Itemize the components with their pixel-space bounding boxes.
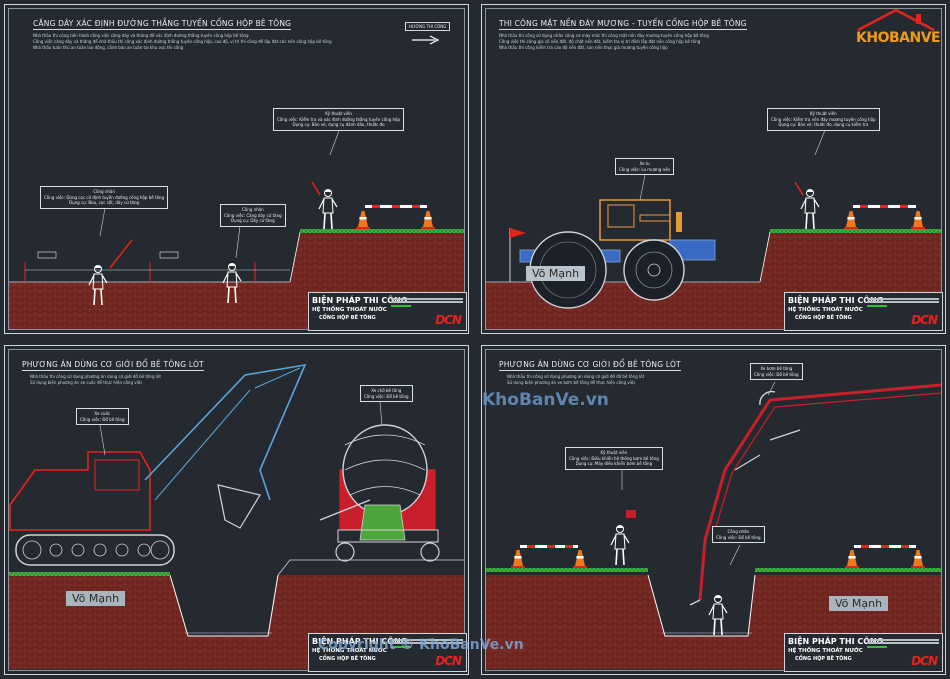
note-line: Sử dụng biện phương án xe bơm bê tông để… (507, 380, 636, 385)
panel-2-title: THI CÔNG MẶT NỀN ĐÁY MƯƠNG - TUYẾN CỐNG … (499, 19, 747, 30)
panel-3-inner-frame (8, 349, 465, 671)
callout-line: Dụng cụ: Dây cứ tăng (231, 218, 275, 223)
panel-1 (4, 4, 469, 334)
title-block-line3: CỐNG HỘP BÊ TÔNG (319, 315, 376, 321)
callout-line: Công việc: Lu mương nền (619, 166, 671, 172)
note-line: Nhà thầu thi công sử dụng phương án dùng… (507, 374, 645, 379)
title-block-line1: BIỆN PHÁP THI CÔNG (312, 296, 408, 305)
title-block-bars (391, 296, 463, 308)
title-block-bars (867, 637, 939, 649)
callout-line: Công việc: Căng dây cứ tăng (224, 212, 282, 218)
khobanve-logo[interactable]: KHOBANVE (852, 8, 944, 60)
callout-line: Xe bơm bê tông (760, 366, 793, 371)
panel-4 (481, 345, 946, 675)
title-block-line3: CỐNG HỘP BÊ TÔNG (795, 656, 852, 662)
note-line: Công việc thi công gia cố nền đất, độ ch… (499, 39, 701, 44)
title-block-line2: HỆ THỐNG THOÁT NƯỚC (312, 307, 387, 313)
callout-line: Kỹ thuật viên (600, 450, 628, 455)
callout-line: Xe lu (639, 161, 650, 166)
dcn-logo: DCN (911, 654, 938, 668)
callout-excavator: Xe cuốc Công việc: Đổ bê tông (76, 408, 129, 425)
title-block-2: BIỆN PHÁP THI CÔNG HỆ THỐNG THOÁT NƯỚC C… (784, 292, 943, 331)
note-line: Nhà thầu tuân thủ an toàn lao động, cảnh… (33, 45, 184, 50)
panel-4-notes: Nhà thầu thi công sử dụng phương án dùng… (507, 374, 644, 386)
callout-line: Công việc: Dùng cọc cố định tuyến đường … (44, 194, 165, 200)
callout-line: Công việc: Kiểm tra nền đáy mương tuyến … (771, 116, 876, 122)
callout-mixer: Xe chở bê tông Công việc: Đổ bê tông (360, 385, 413, 402)
title-block-bars (391, 637, 463, 649)
callout-worker-stake: Công nhân Công việc: Dùng cọc cố định tu… (40, 186, 169, 209)
panel-3-notes: Nhà thầu thi công sử dụng phương án dùng… (30, 374, 161, 386)
copyright-text: Copyright © KhoBanVe.vn (318, 637, 524, 653)
panel-1-notes: Nhà thầu thi công tiến hành công việc că… (33, 33, 332, 51)
watermark-text: KhoBanVe.vn (482, 390, 609, 410)
callout-technician: Kỹ thuật viên Công việc: Kiểm tra nền đá… (767, 108, 880, 131)
callout-technician: Kỹ thuật viên Công việc: Điều khiển hệ t… (565, 447, 663, 470)
title-block-line2: HỆ THỐNG THOÁT NƯỚC (788, 307, 863, 313)
callout-worker: Công nhân Công việc: Đổ bê tông (712, 526, 765, 543)
panel-1-inner-frame (8, 8, 465, 330)
panel-1-title: CĂNG DÂY XÁC ĐỊNH ĐƯỜNG THẲNG TUYẾN CỐNG… (33, 19, 292, 30)
title-block-line1: BIỆN PHÁP THI CÔNG (788, 637, 884, 646)
title-block-line2: HỆ THỐNG THOÁT NƯỚC (312, 648, 387, 654)
callout-line: Xe chở bê tông (371, 388, 402, 393)
name-tag: Võ Mạnh (66, 591, 126, 606)
callout-line: Dụng cụ: Máy điều khiển bơm bê tông (575, 461, 653, 466)
panel-3-title: PHƯƠNG ÁN DÙNG CƠ GIỚI ĐỔ BÊ TÔNG LÓT (22, 360, 204, 371)
callout-line: Dụng cụ: Búa, cọc sắt, dây cứ tăng (69, 200, 140, 205)
callout-line: Công việc: Đổ bê tông (716, 534, 761, 540)
direction-label: HƯỚNG THI CÔNG (405, 22, 451, 31)
callout-line: Xe cuốc (94, 411, 111, 416)
callout-line: Công việc: Đổ bê tông (80, 416, 125, 422)
note-line: Nhà thầu thi công sử dụng nhân công và m… (499, 33, 709, 38)
callout-line: Công việc: Đổ bê tông (364, 393, 409, 399)
callout-pump-truck: Xe bơm bê tông Công việc: Đổ bê tông (750, 363, 803, 380)
title-block-3: BIỆN PHÁP THI CÔNG HỆ THỐNG THOÁT NƯỚC C… (308, 633, 467, 672)
note-line: Nhà thầu thi công tiến hành công việc că… (33, 33, 249, 38)
note-line: Sử dụng biện phương án xe cuốc để thực h… (30, 380, 143, 385)
title-block-line3: CỐNG HỘP BÊ TÔNG (795, 315, 852, 321)
dcn-logo: DCN (911, 313, 938, 327)
name-tag: Võ Mạnh (526, 266, 586, 281)
panel-2-inner-frame (485, 8, 942, 330)
title-block-line3: CỐNG HỘP BÊ TÔNG (319, 656, 376, 662)
note-line: Nhà thầu thi công kiểm tra cao độ nền đấ… (499, 45, 668, 50)
title-block-line1: BIỆN PHÁP THI CÔNG (788, 296, 884, 305)
callout-line: Công việc: Kiểm tra và xác định đường th… (277, 116, 401, 122)
callout-line: Kỹ thuật viên (325, 111, 352, 116)
callout-worker-string: Công nhân Công việc: Căng dây cứ tăng Dụ… (220, 204, 286, 227)
callout-line: Kỹ thuật viên (809, 111, 837, 116)
title-block-4: BIỆN PHÁP THI CÔNG HỆ THỐNG THOÁT NƯỚC C… (784, 633, 943, 672)
panel-4-title: PHƯƠNG ÁN DÙNG CƠ GIỚI ĐỔ BÊ TÔNG LÓT (499, 360, 681, 371)
excavator-icon (9, 363, 307, 566)
callout-line: Công việc: Điều khiển hệ thống bơm bê tô… (569, 455, 659, 461)
title-block-line1: BIỆN PHÁP THI CÔNG (312, 637, 408, 646)
panel-2-notes: Nhà thầu thi công sử dụng nhân công và m… (499, 33, 709, 51)
dcn-logo: DCN (435, 313, 462, 327)
title-block-bars (867, 296, 939, 308)
note-line: Công việc căng dây và thăng để nhà thầu … (33, 39, 332, 44)
concrete-mixer-icon (319, 424, 440, 562)
panel-3 (4, 345, 469, 675)
callout-roller: Xe lu Công việc: Lu mương nền (615, 158, 675, 175)
khobanve-logo-text: KHOBANVE (856, 30, 941, 46)
khobanve-logo-icon (857, 8, 935, 32)
title-block-line2: HỆ THỐNG THOÁT NƯỚC (788, 648, 863, 654)
flag-icon (510, 228, 526, 238)
callout-line: Công nhân (93, 189, 115, 194)
note-line: Nhà thầu thi công sử dụng phương án dùng… (30, 374, 161, 379)
panel-4-inner-frame (485, 349, 942, 671)
callout-line: Công việc: Đổ bê tông (754, 371, 799, 377)
title-block-1: BIỆN PHÁP THI CÔNG HỆ THỐNG THOÁT NƯỚC C… (308, 292, 467, 331)
callout-technician: Kỹ thuật viên Công việc: Kiểm tra và xác… (273, 108, 405, 131)
arrow-right-icon (412, 35, 440, 45)
callout-line: Công nhân (727, 529, 750, 534)
callout-line: Công nhân (242, 207, 264, 212)
panel-2 (481, 4, 946, 334)
dcn-logo: DCN (435, 654, 462, 668)
callout-line: Dụng cụ: Bản vẽ, dụng cụ đánh dấu, thước… (292, 122, 385, 127)
name-tag: Võ Mạnh (829, 596, 889, 611)
pump-truck-icon (689, 383, 942, 606)
callout-line: Dụng cụ: Bản vẽ, thước đo, dụng cụ kiểm … (778, 122, 869, 127)
